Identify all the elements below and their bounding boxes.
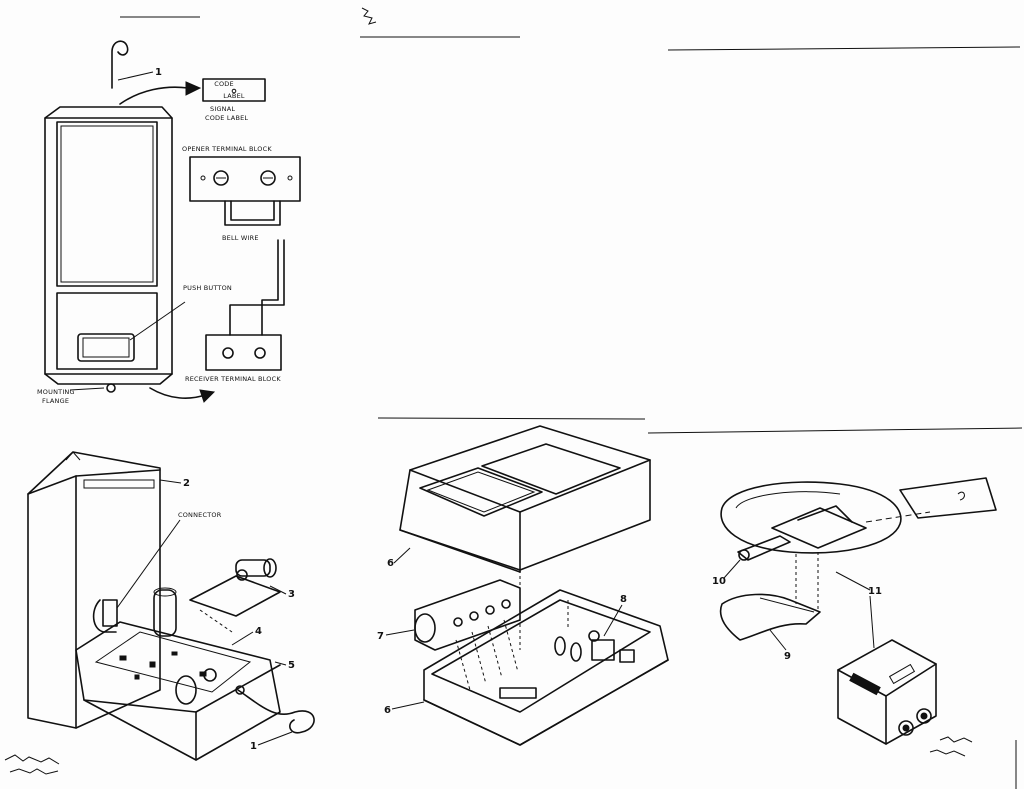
- callout-1-bottom: 1: [250, 741, 257, 752]
- code-label-box: [202, 78, 266, 102]
- callout-2: 2: [183, 478, 190, 489]
- bell-wire-label: BELL WIRE: [222, 234, 259, 242]
- opener-terminal-block-label: OPENER TERMINAL BLOCK: [182, 145, 272, 153]
- callout-11: 11: [868, 586, 882, 597]
- receiver-terminal-block: [205, 334, 282, 371]
- mounting-flange-label-2: FLANGE: [42, 397, 69, 405]
- page-rules: [120, 7, 1023, 789]
- receiver-housing-open: [4, 451, 315, 775]
- code-label-text-2: LABEL: [223, 92, 245, 100]
- callout-4: 4: [255, 626, 262, 637]
- callout-5: 5: [288, 660, 295, 671]
- remote-transmitter-exploded: [719, 477, 997, 757]
- receiver-terminal-block-label: RECEIVER TERMINAL BLOCK: [185, 375, 281, 383]
- signal-code-label-1: SIGNAL: [210, 105, 235, 113]
- opener-terminal-block: [189, 156, 301, 202]
- connector-label: CONNECTOR: [178, 511, 222, 519]
- callout-9: 9: [784, 651, 791, 662]
- push-button-label: PUSH BUTTON: [183, 284, 232, 292]
- signal-code-label-2: CODE LABEL: [205, 114, 248, 122]
- receiver-case-exploded: [399, 425, 669, 746]
- callout-6-top: 6: [387, 558, 394, 569]
- callout-3: 3: [288, 589, 295, 600]
- callout-1-top: 1: [155, 67, 162, 78]
- callout-6-bottom: 6: [384, 705, 391, 716]
- callout-7: 7: [377, 631, 384, 642]
- callout-8: 8: [620, 594, 627, 605]
- callout-10: 10: [712, 576, 726, 587]
- mounting-flange-label-1: MOUNTING: [37, 388, 75, 396]
- code-label-text-1: CODE: [214, 80, 234, 88]
- bell-wire: [224, 200, 285, 336]
- transmitter-assembly-front: [44, 40, 216, 403]
